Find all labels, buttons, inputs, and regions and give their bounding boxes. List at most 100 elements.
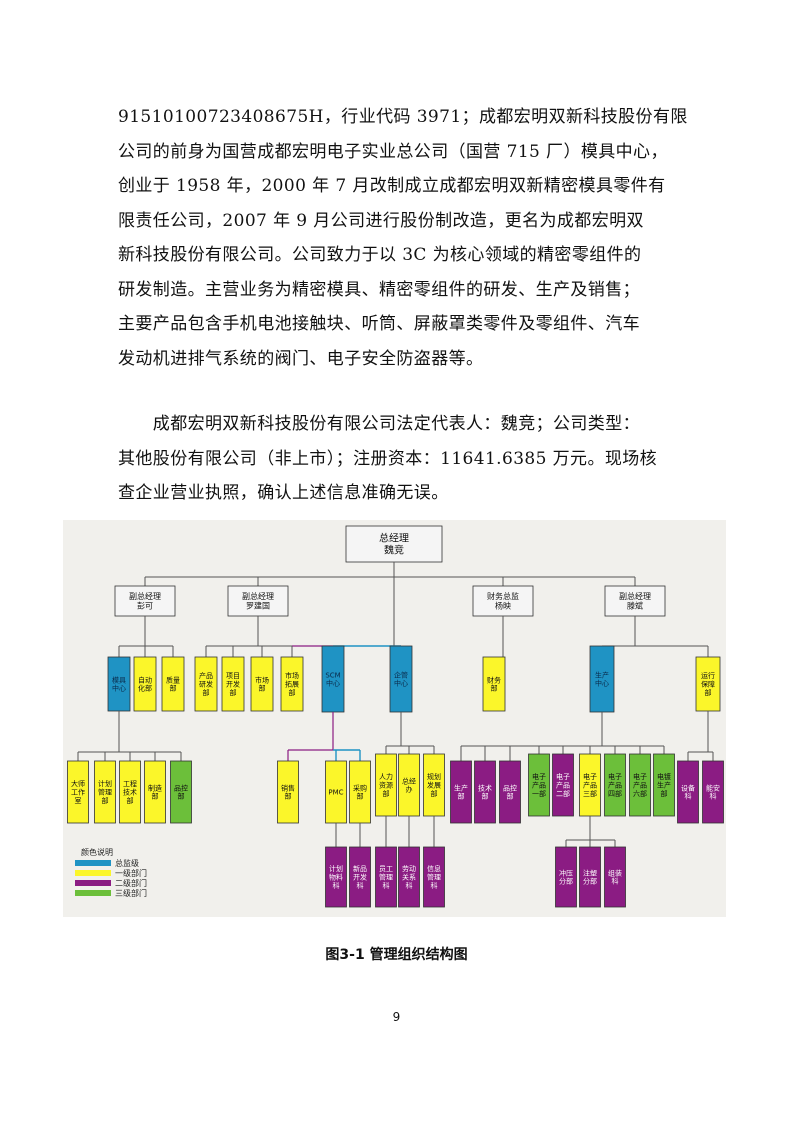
box-label: 部 — [127, 796, 134, 805]
org-node-manager — [472, 585, 534, 617]
box-label: 产品 — [556, 780, 570, 789]
box-label: 中心 — [394, 679, 408, 688]
org-node-manager — [227, 585, 289, 617]
box-label: 部 — [491, 684, 498, 693]
org-node-dept-l1 — [280, 656, 304, 712]
box-label: 生产 — [454, 783, 468, 792]
box-label: 部 — [170, 684, 177, 693]
box-label: 科 — [710, 792, 717, 801]
box-label: 关系 — [402, 872, 416, 881]
box-label: 中心 — [112, 684, 126, 693]
org-node-manager — [114, 585, 176, 617]
text-line: 查企业营业执照，确认上述信息准确无误。 — [118, 483, 449, 503]
box-label: 计划 — [98, 779, 112, 788]
box-label: 质量 — [166, 675, 180, 684]
legend-swatch — [75, 870, 111, 876]
box-label: 办 — [406, 785, 413, 794]
box-label: 科 — [685, 792, 692, 801]
box-label: 科 — [431, 881, 438, 890]
org-node-dept-l1 — [589, 645, 615, 713]
box-label: 电子 — [608, 772, 622, 781]
box-label: 分部 — [583, 877, 597, 886]
box-label: 管理 — [427, 872, 441, 881]
org-node-dept-l1 — [194, 656, 218, 712]
box-label: 彭可 — [137, 601, 153, 611]
text-line: 成都宏明双新科技股份有限公司法定代表人：魏竞；公司类型： — [118, 414, 640, 434]
box-label: 技术 — [123, 787, 137, 796]
box-label: 计划 — [329, 864, 343, 873]
box-label: 部 — [482, 792, 489, 801]
box-label: 财务总监 — [487, 591, 519, 601]
box-label: 财务 — [487, 675, 501, 684]
org-node-dept-l3 — [375, 846, 397, 908]
page-number: 9 — [392, 1010, 401, 1024]
box-label: 化部 — [138, 684, 152, 693]
text-line: 创业于 1958 年，2000 年 7 月改制成立成都宏明双新精密模具零件有 — [118, 176, 666, 196]
box-label: 科 — [383, 881, 390, 890]
box-label: 技术 — [478, 783, 492, 792]
box-label: 中心 — [595, 679, 609, 688]
box-label: 市场 — [255, 675, 269, 684]
org-node-dept-l2 — [629, 753, 651, 817]
box-label: PMC — [328, 788, 343, 796]
box-label: 产品 — [633, 780, 647, 789]
box-label: 研发 — [199, 679, 213, 688]
box-label: 总经理 — [379, 532, 409, 545]
org-node-dept-l2 — [119, 760, 141, 824]
org-node-manager — [604, 585, 666, 617]
text-line: 公司的前身为国营成都宏明电子实业总公司（国营 715 厂）模具中心， — [118, 141, 668, 162]
box-label: 三部 — [583, 789, 597, 798]
box-label: 管理 — [379, 872, 393, 881]
org-node-dept-l1 — [250, 656, 274, 712]
box-label: 滕斌 — [627, 601, 643, 611]
box-label: 部 — [285, 792, 292, 801]
box-label: 部 — [458, 792, 465, 801]
box-label: 部 — [431, 789, 438, 798]
text-line: 限责任公司，2007 年 9 月公司进行股份制改造，更名为成都宏明双 — [118, 210, 644, 231]
box-label: 工作 — [71, 787, 85, 796]
text-line: 其他股份有限公司（非上市）；注册资本：11641.6385 万元。现场核 — [118, 448, 658, 469]
box-label: 品控 — [503, 783, 517, 792]
box-label: 科 — [333, 881, 340, 890]
box-label: 生产 — [595, 670, 609, 679]
box-label: 新品 — [353, 864, 367, 873]
text-line: 91510100723408675H，行业代码 3971；成都宏明双新科技股份有… — [118, 107, 688, 127]
box-label: 保障 — [701, 679, 715, 688]
org-chart-figure: 总经理魏竞副总经理彭可副总经理罗建国财务总监杨映副总经理滕斌模具中心自动化部质量… — [63, 520, 726, 917]
box-label: 运行 — [701, 671, 715, 680]
box-label: 市场 — [285, 671, 299, 680]
box-label: 企管 — [394, 670, 408, 679]
box-label: 品控 — [174, 783, 188, 792]
box-label: 拓展 — [285, 679, 299, 688]
box-label: 副总经理 — [242, 591, 274, 601]
box-label: 副总经理 — [619, 591, 651, 601]
box-label: 部 — [705, 688, 712, 697]
box-label: 部 — [357, 792, 364, 801]
box-label: 科 — [406, 881, 413, 890]
box-label: 魏竞 — [384, 544, 404, 557]
box-label: 部 — [289, 688, 296, 697]
box-label: 销售 — [281, 783, 295, 792]
box-label: 室 — [75, 796, 82, 805]
org-node-dept-l3 — [579, 846, 601, 908]
box-label: 生产 — [657, 780, 671, 789]
box-label: 注塑 — [583, 868, 597, 877]
org-chart-diagram: 总经理魏竞副总经理彭可副总经理罗建国财务总监杨映副总经理滕斌模具中心自动化部质量… — [67, 525, 724, 908]
org-node-dept-l2 — [170, 760, 192, 824]
box-label: 总经 — [402, 776, 416, 785]
text-line: 主要产品包含手机电池接触块、听筒、屏蔽罩类零件及零组件、汽车 — [118, 314, 640, 334]
box-label: 员工 — [379, 865, 393, 873]
box-label: 电子 — [556, 772, 570, 781]
box-label: 部 — [152, 792, 159, 801]
org-node-dept-l2 — [604, 753, 626, 817]
org-node-dept-l2 — [450, 760, 472, 824]
org-node-dept-l3 — [398, 846, 420, 908]
org-node-dept-l3 — [423, 846, 445, 908]
box-label: 电子 — [583, 772, 597, 781]
box-label: 设备 — [681, 783, 695, 792]
org-node-dept-l3 — [555, 846, 577, 908]
box-label: 产品 — [583, 780, 597, 789]
legend-swatch — [75, 860, 111, 866]
org-node-dept-l3 — [604, 846, 626, 908]
legend-label: 三级部门 — [115, 888, 147, 898]
